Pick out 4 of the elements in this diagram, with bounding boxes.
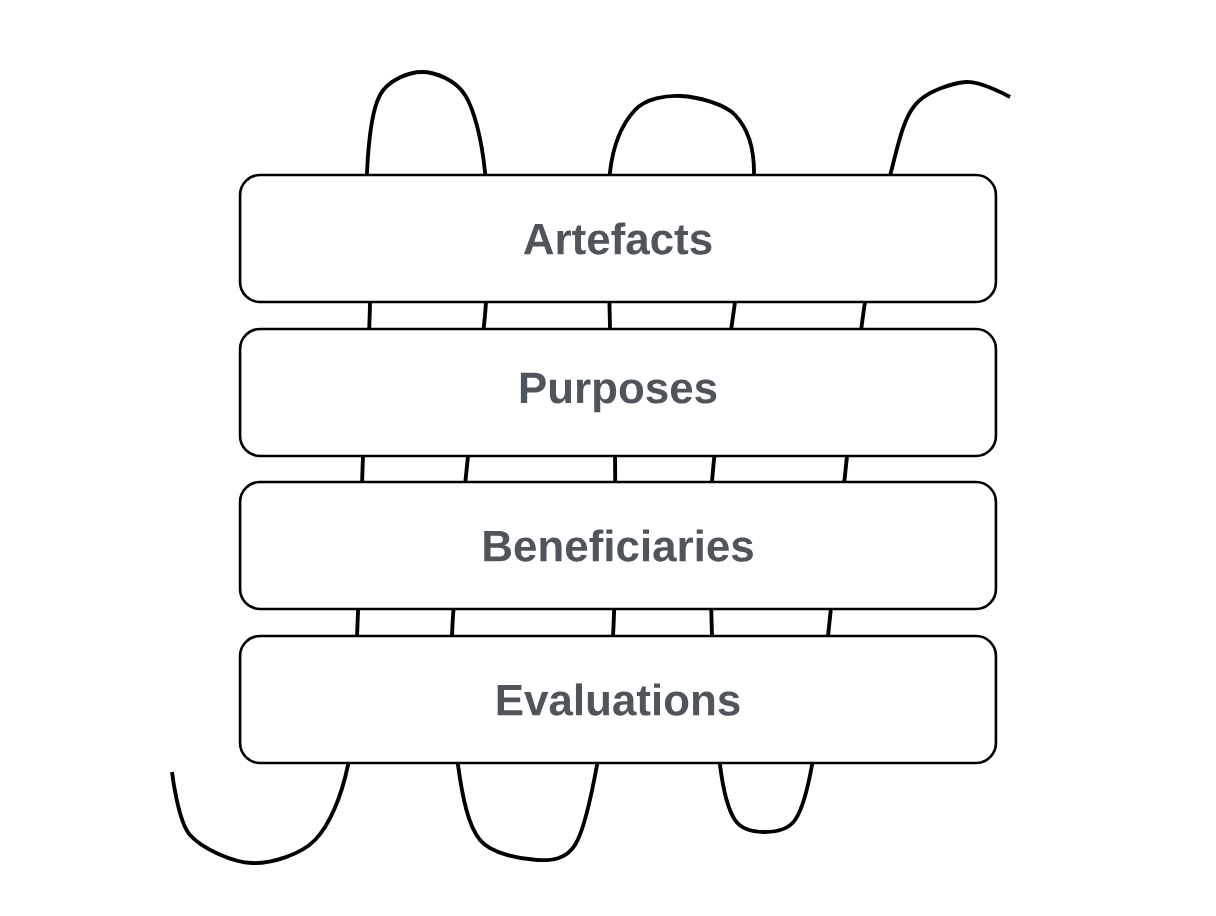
label-box: Artefacts [238, 173, 998, 304]
label-box: Purposes [238, 327, 998, 458]
label-box: Beneficiaries [238, 480, 998, 611]
label-box: Evaluations [238, 634, 998, 765]
